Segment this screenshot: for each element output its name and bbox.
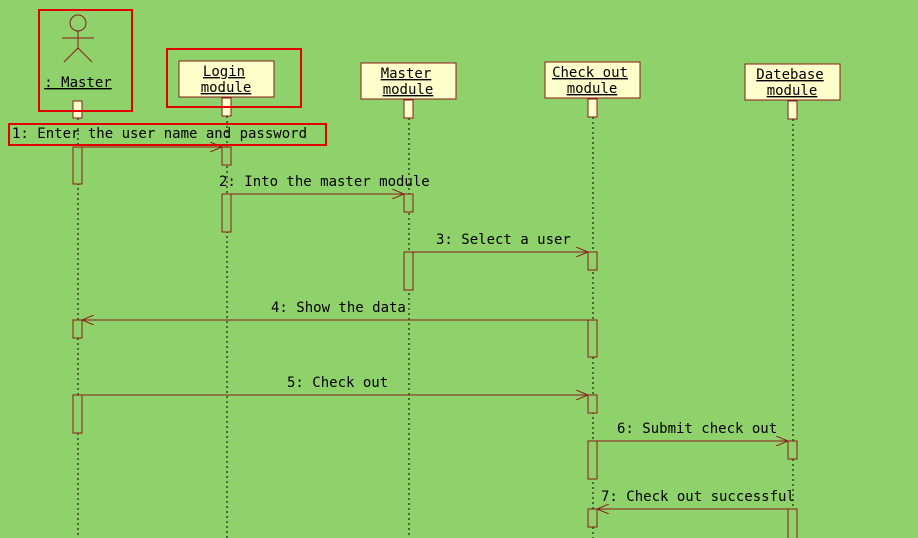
actor-name: : Master — [44, 75, 111, 91]
checkout-head-box — [587, 98, 598, 118]
actor-master[interactable]: : Master — [44, 14, 112, 91]
object-database-line1: Datebase — [756, 67, 823, 83]
activation-bar — [221, 146, 232, 166]
message-6-label: 6: Submit check out — [617, 421, 777, 437]
object-master-line1: Master — [381, 66, 432, 82]
object-database-module[interactable]: Datebase module — [744, 63, 841, 101]
message-5-label: 5: Check out — [287, 375, 388, 391]
message-7-label: 7: Check out successful — [601, 489, 795, 505]
object-checkout-module[interactable]: Check out module — [544, 61, 641, 99]
message-4-label: 4: Show the data — [271, 300, 406, 316]
highlight-box-actor — [38, 9, 133, 112]
activation-bar — [787, 440, 798, 460]
activation-bar — [787, 508, 798, 538]
activation-bar — [587, 319, 598, 358]
object-checkout-line1: Check out — [552, 65, 628, 81]
activation-bar — [587, 440, 598, 480]
highlight-box-login — [166, 48, 302, 108]
object-master-module[interactable]: Master module — [360, 62, 457, 100]
object-login-line1: Login — [203, 64, 245, 80]
stick-figure-icon — [62, 14, 94, 63]
highlight-box-message-1 — [8, 123, 327, 146]
activation-bar — [587, 251, 598, 271]
activation-bar — [72, 146, 83, 185]
object-master-line2: module — [383, 82, 434, 98]
actor-head-box — [72, 100, 83, 119]
object-database-line2: module — [767, 83, 818, 99]
activation-bar — [72, 319, 83, 339]
database-head-box — [787, 100, 798, 120]
activation-bar — [403, 251, 414, 291]
message-2-label: 2: Into the master module — [219, 174, 430, 190]
message-3-label: 3: Select a user — [436, 232, 571, 248]
object-login-line2: module — [201, 80, 252, 96]
master-head-box — [403, 99, 414, 119]
activation-bar — [221, 193, 232, 233]
activation-bar — [72, 394, 83, 434]
message-1-label: 1: Enter the user name and password — [12, 126, 307, 142]
activation-bar — [403, 193, 414, 213]
object-checkout-line2: module — [567, 81, 618, 97]
activation-bar — [587, 508, 598, 528]
activation-bar — [587, 394, 598, 414]
object-login[interactable]: Login module — [178, 60, 275, 98]
